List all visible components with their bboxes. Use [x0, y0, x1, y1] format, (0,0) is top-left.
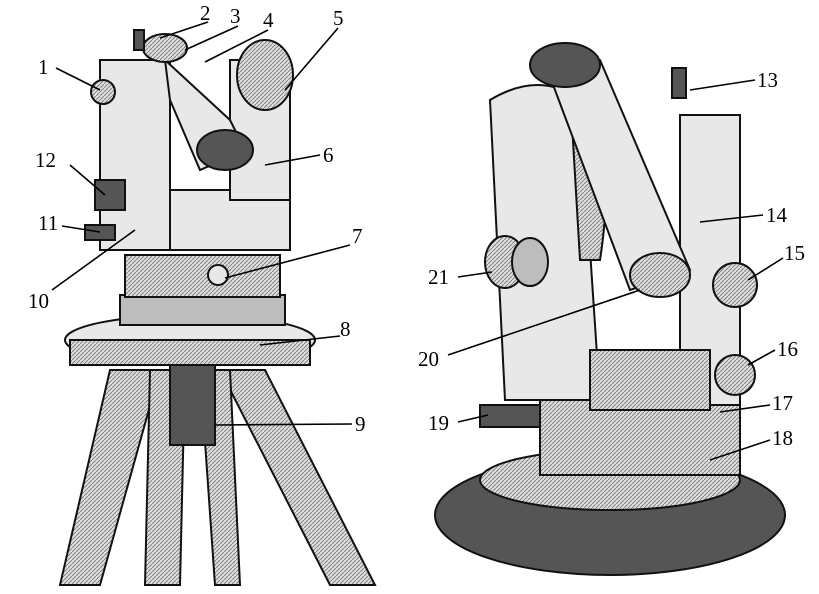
label-20: 20 [418, 347, 439, 371]
label-12: 12 [35, 148, 56, 172]
tripod-head-screw [169, 359, 216, 446]
knob-15 [712, 262, 758, 308]
vertical-circle [236, 39, 294, 111]
label-3: 3 [230, 4, 241, 28]
label-7: 7 [352, 224, 363, 248]
leader-lines [51, 21, 784, 461]
instrument-base [124, 254, 281, 298]
label-10: 10 [28, 289, 49, 313]
tribrach [119, 294, 286, 326]
label-1: 1 [38, 55, 49, 79]
sight-pin [671, 67, 687, 99]
label-18: 18 [772, 426, 793, 450]
label-13: 13 [757, 68, 778, 92]
theodolite-on-tripod [58, 29, 377, 586]
label-4: 4 [263, 8, 274, 32]
knob-16 [714, 354, 756, 396]
label-15: 15 [784, 241, 805, 265]
tripod-leg-left [58, 369, 162, 586]
callout-labels: 1 2 3 4 5 6 7 8 9 10 11 12 13 14 15 16 1… [28, 1, 805, 450]
alidade-base [539, 399, 741, 476]
label-21: 21 [428, 265, 449, 289]
label-6: 6 [323, 143, 334, 167]
theodolite-standalone [434, 42, 786, 576]
knob-19 [479, 404, 541, 428]
label-17: 17 [772, 391, 793, 415]
label-9: 9 [355, 412, 366, 436]
eyepiece-2 [629, 252, 691, 298]
horizontal-circle-housing [589, 349, 711, 411]
label-5: 5 [333, 6, 344, 30]
label-8: 8 [340, 317, 351, 341]
eyepiece [196, 129, 254, 171]
label-2: 2 [200, 1, 211, 25]
label-14: 14 [766, 203, 788, 227]
micrometer-knob [90, 79, 116, 105]
objective [142, 33, 188, 63]
label-11: 11 [38, 211, 58, 235]
tripod-leg-right [218, 369, 377, 586]
label-19: 19 [428, 411, 449, 435]
clamp-screw [207, 264, 229, 286]
label-16: 16 [777, 337, 798, 361]
